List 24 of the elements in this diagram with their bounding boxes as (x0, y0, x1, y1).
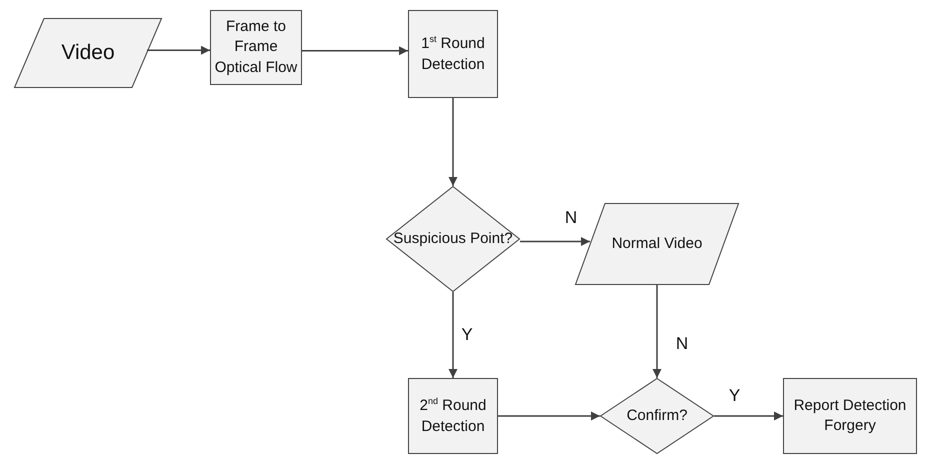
data-parallelogram (14, 18, 162, 88)
arrow (520, 237, 590, 246)
node-label: Report Detection Forgery (792, 396, 908, 436)
process-box (408, 10, 498, 98)
process-box (783, 378, 917, 454)
node-label: 2$^{nd}$ Round Detection (418, 395, 488, 436)
node-label: Suspicious Point? (392, 228, 514, 249)
arrow (147, 46, 210, 55)
decision-diamond (386, 186, 520, 292)
process-box (210, 10, 302, 85)
arrow (302, 46, 408, 56)
arrow (448, 98, 458, 186)
node-label: Video (60, 40, 116, 66)
decision-diamond (600, 378, 714, 454)
arrow (448, 292, 458, 378)
process-box (408, 378, 498, 454)
arrow (714, 412, 783, 420)
arrow (652, 285, 662, 378)
node-label: Frame to Frame Optical Flow (214, 17, 298, 78)
node-label: Normal Video (610, 234, 704, 254)
data-parallelogram (575, 203, 739, 285)
node-label: 1$^{st}$ Round Detection (420, 33, 486, 74)
arrow (498, 412, 600, 420)
node-label: Confirm? (626, 406, 688, 426)
